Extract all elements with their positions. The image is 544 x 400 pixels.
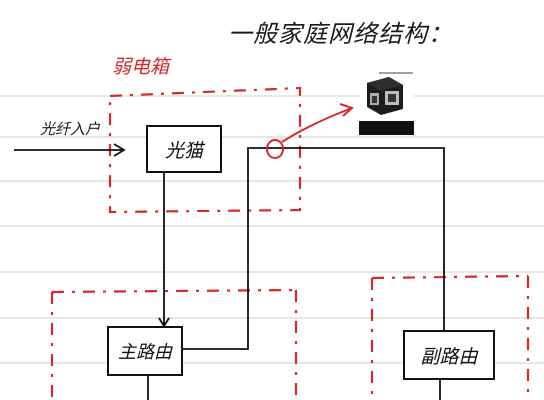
annotation-arrow bbox=[281, 107, 353, 143]
main-router-node: 主路由 bbox=[107, 326, 183, 376]
ruled-lines bbox=[0, 95, 544, 364]
sub-router-node: 副路由 bbox=[403, 330, 495, 380]
annotation-arrow-head bbox=[339, 103, 354, 117]
fiber-input-label: 光纤入户 bbox=[40, 120, 101, 138]
main-zone-outline bbox=[50, 288, 298, 400]
weak-box-outline bbox=[108, 86, 302, 214]
modem-label: 光猫 bbox=[164, 139, 203, 162]
page-title: 一般家庭网络结构： bbox=[228, 20, 453, 48]
modem-to-main-router-line bbox=[158, 173, 170, 328]
weak-box-label: 弱电箱 bbox=[112, 56, 170, 78]
main-to-sub-router-line bbox=[183, 147, 445, 350]
product-image bbox=[359, 69, 414, 135]
product-caption bbox=[359, 121, 414, 135]
modem-node: 光猫 bbox=[146, 125, 222, 173]
sub-router-label: 副路由 bbox=[420, 345, 478, 368]
main-router-label: 主路由 bbox=[118, 342, 172, 363]
ethernet-coupler-icon bbox=[367, 72, 413, 115]
sub-zone-outline bbox=[370, 274, 530, 400]
fiber-input-arrow bbox=[14, 143, 126, 157]
connection-highlight-circle bbox=[266, 139, 284, 159]
